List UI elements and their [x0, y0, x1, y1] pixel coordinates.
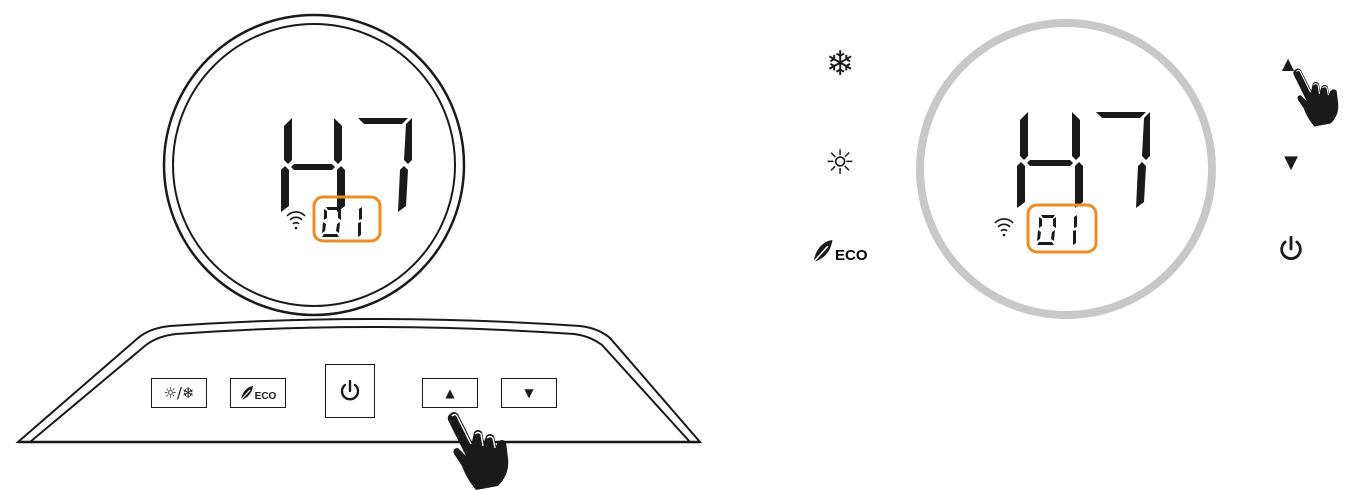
right-sub-code-display	[1028, 205, 1096, 252]
right-wifi-icon	[995, 219, 1013, 236]
down-button[interactable]: ▼	[501, 378, 557, 408]
power-button[interactable]	[325, 364, 375, 418]
pointing-hand-icon	[438, 408, 528, 490]
down-arrow-icon: ▼	[524, 386, 533, 400]
mode-button[interactable]: ☼/❄	[151, 378, 207, 408]
up-button[interactable]: ▲	[422, 378, 478, 408]
pointing-hand-icon	[1286, 56, 1353, 136]
eco-button[interactable]: ECO	[230, 378, 286, 408]
eco-button-label: ECO	[255, 391, 277, 402]
right-control-panel: ❄ ☼ ECO	[790, 0, 1353, 490]
power-icon	[338, 379, 362, 403]
right-round-display	[790, 0, 1353, 490]
down-touch-key[interactable]: ▼	[1278, 150, 1304, 176]
left-sub-code-display	[314, 197, 380, 241]
down-arrow-icon: ▼	[1284, 152, 1298, 173]
leaf-icon	[240, 385, 254, 401]
right-main-code-display	[1017, 112, 1150, 208]
power-touch-key[interactable]	[1276, 232, 1306, 266]
left-wifi-icon	[287, 212, 305, 229]
left-control-panel: ☼/❄ ECO ▲ ▼	[0, 0, 720, 490]
mode-button-label: ☼/❄	[163, 384, 194, 402]
up-arrow-icon: ▲	[445, 386, 454, 400]
power-icon	[1277, 235, 1305, 263]
